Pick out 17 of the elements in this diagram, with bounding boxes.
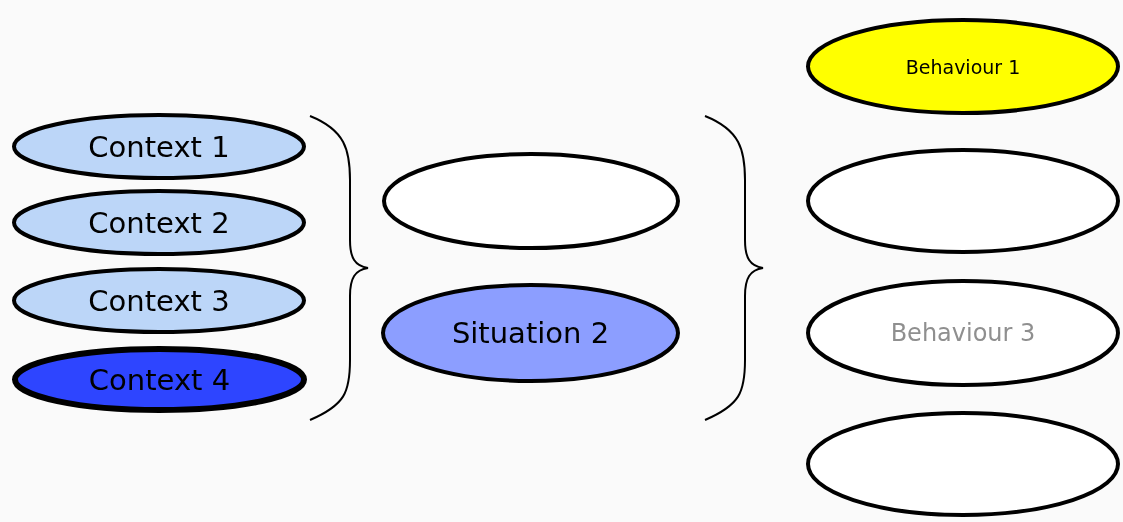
node-label: Context 3 — [88, 283, 230, 318]
node-label: Context 2 — [88, 205, 230, 240]
ellipse-node — [12, 189, 306, 256]
ellipse-node — [12, 346, 307, 413]
ellipse-node — [381, 283, 680, 383]
node-label: Behaviour 1 — [905, 55, 1021, 78]
ellipse-node — [806, 18, 1120, 115]
ellipse-node — [12, 267, 306, 334]
ellipse-node — [12, 113, 306, 180]
node-label: Behaviour 3 — [890, 319, 1036, 347]
ellipse-node — [382, 152, 680, 250]
ellipse-node — [806, 279, 1120, 387]
node-label: Situation 2 — [451, 316, 610, 350]
node-label: Context 4 — [88, 362, 231, 397]
node-label: Context 1 — [88, 129, 230, 164]
ellipse-node — [806, 148, 1120, 254]
ellipse-node — [806, 411, 1120, 517]
